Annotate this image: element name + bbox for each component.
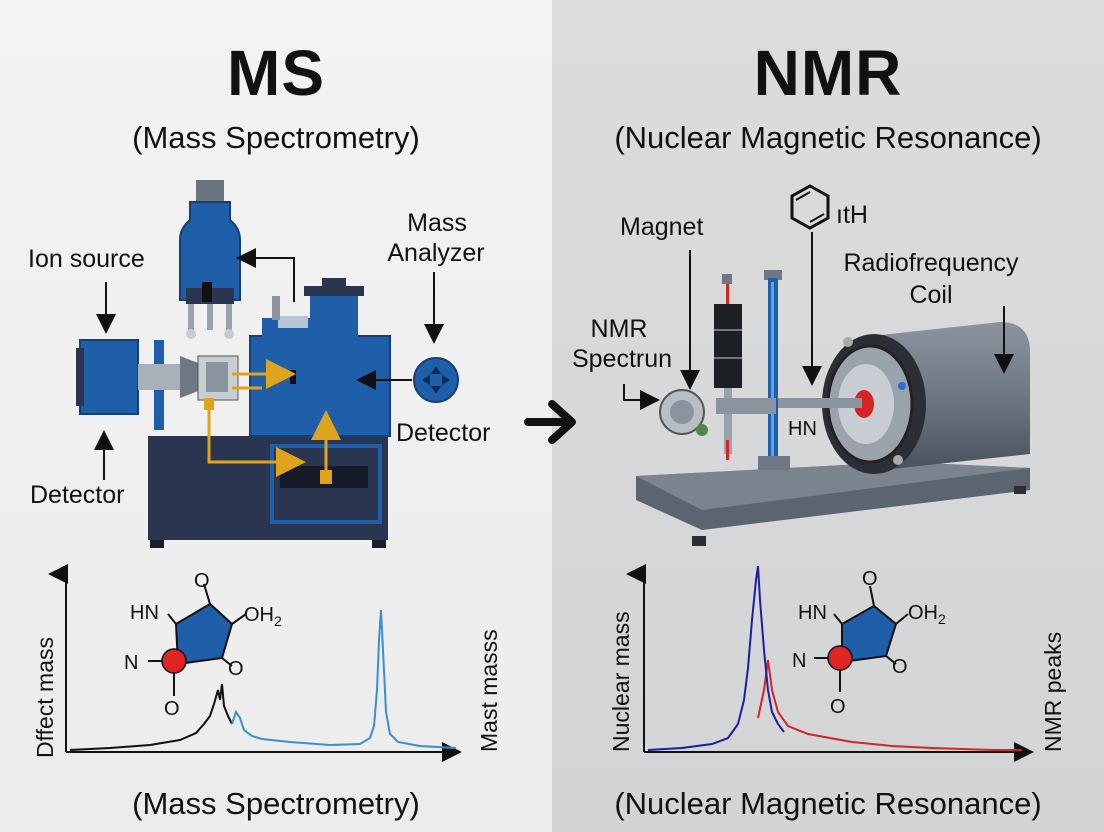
hn-probe-label: HN — [788, 418, 817, 440]
ms-atom-n: N — [124, 652, 139, 674]
nmr-molecule-diagram — [814, 585, 909, 692]
nmr-atom-o-right: O — [892, 656, 908, 678]
ms-atom-o-top: O — [194, 570, 210, 592]
nmr-spectrum-axes — [626, 564, 1034, 762]
nmr-footer: (Nuclear Magnetic Resonance) — [614, 786, 1042, 821]
nmr-atom-n: N — [792, 650, 807, 672]
ms-molecule-diagram — [148, 583, 247, 696]
ion-source-label: Ion source — [28, 245, 145, 273]
detector-disc-icon — [413, 357, 459, 403]
ms-title: MS — [227, 37, 325, 109]
ms-atom-o-bottom: O — [164, 698, 180, 720]
mass-analyzer-label-line2: Analyzer — [387, 239, 485, 267]
ms-footer: (Mass Spectrometry) — [132, 786, 420, 821]
ms-y-label-left: Dffect mass — [32, 637, 58, 758]
ms-y-label-right: Mast masss — [476, 629, 502, 752]
sample-bottle — [179, 180, 241, 339]
nmr-y-label-right: NMR peaks — [1040, 631, 1066, 752]
ms-subtitle: (Mass Spectrometry) — [132, 120, 420, 155]
nmr-atom-hn: HN — [798, 602, 827, 624]
ms-base-cabinet — [148, 436, 388, 548]
magnet-cylinder — [822, 322, 1030, 474]
magnet-pole-stack — [714, 274, 776, 460]
nmr-spectrun-label-line2: Spectrun — [571, 345, 673, 373]
ith-label: ıtH — [836, 201, 868, 229]
nmr-atom-oh-text: OH — [908, 602, 938, 624]
ms-instrument-illustration — [48, 180, 462, 762]
nmr-instrument-illustration — [623, 184, 1034, 762]
ms-panel: MS (Mass Spectrometry) — [0, 0, 552, 832]
nmr-atom-oh2: OH2 — [908, 598, 946, 634]
magnet-label: Magnet — [620, 213, 704, 241]
ms-spectrum-axes — [48, 564, 462, 762]
ms-spectrum-trace-blue — [231, 609, 457, 749]
ms-atom-oh-sub: 2 — [274, 613, 282, 629]
nmr-spectrun-dial-icon — [659, 389, 708, 436]
detector-label-left: Detector — [30, 481, 125, 509]
ms-atom-hn: HN — [130, 602, 159, 624]
mass-analyzer-label-line1: Mass — [407, 209, 467, 237]
mass-analyzer-chamber — [249, 278, 391, 437]
nmr-subtitle: (Nuclear Magnetic Resonance) — [614, 120, 1042, 155]
nmr-spectrun-label-line1: NMR — [590, 315, 648, 343]
probe-rod — [776, 398, 862, 408]
ion-source-unit — [76, 339, 239, 430]
nmr-spectrum-trace-red — [757, 659, 1022, 751]
nmr-atom-o-bottom: O — [830, 696, 846, 718]
sample-column — [758, 270, 790, 470]
detector-label-right: Detector — [396, 419, 491, 447]
ms-atom-oh-text: OH — [244, 604, 274, 626]
ms-atom-oh2: OH2 — [244, 600, 282, 636]
ms-atom-o-right: O — [228, 658, 244, 680]
nmr-spectrum-trace-blue — [647, 565, 785, 751]
rf-coil-label-line2: Coil — [909, 281, 953, 309]
nmr-panel: NMR (Nuclear Magnetic Resonance) — [552, 0, 1104, 832]
ms-spectrum-trace-black — [69, 683, 233, 751]
benzene-ring-icon — [790, 184, 830, 230]
rf-coil-label-line1: Radiofrequency — [843, 249, 1019, 277]
nmr-atom-oh-sub: 2 — [938, 611, 946, 627]
nmr-atom-o-top: O — [862, 568, 878, 590]
nmr-title: NMR — [753, 37, 903, 109]
nmr-y-label-left: Nuclear mass — [608, 611, 634, 752]
nmr-base-plate — [636, 462, 1030, 546]
